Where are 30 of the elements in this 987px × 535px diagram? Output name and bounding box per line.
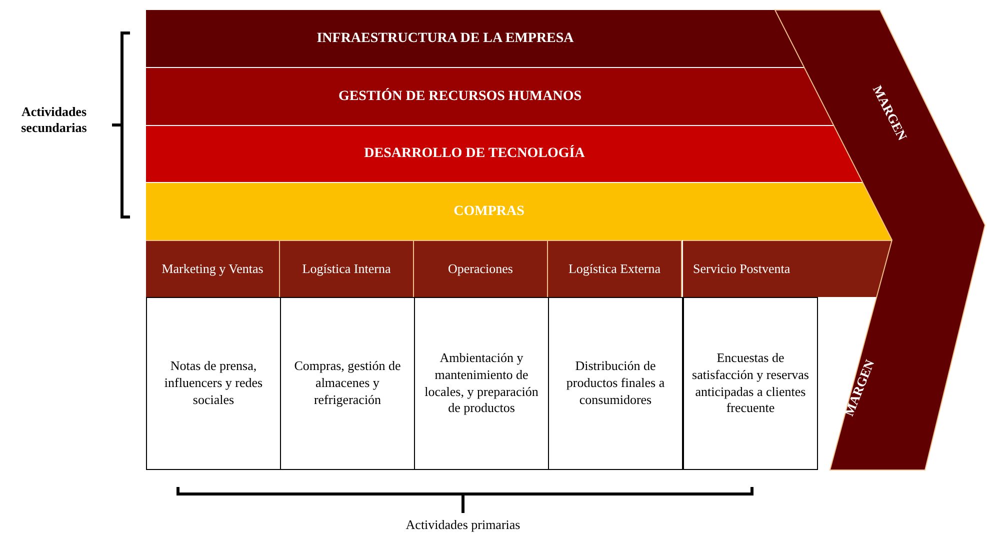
band-label: GESTIÓN DE RECURSOS HUMANOS [338,88,582,104]
group-label: Actividades secundarias [20,104,88,136]
activity-description: Compras, gestión de almacenes y refrigeración [293,358,402,409]
support-activity-band [146,183,892,240]
band-label: DESARROLLO DE TECNOLOGÍA [364,146,585,162]
activity-description-box [146,297,281,470]
activity-description: Encuestas de satisfacción y reservas anticipadas a clientes frecuente [691,350,810,418]
activity-title: Servicio Postventa [693,261,790,277]
group-label: Actividades primarias [404,517,522,534]
band-label: COMPRAS [454,204,524,220]
support-activity-band [146,68,834,125]
primary-activity-header [414,240,548,297]
primary-activity-header [683,240,892,297]
activity-description: Ambientación y mantenimiento de locales, y preparación de productos [424,350,540,418]
activity-title: Logística Externa [568,261,661,277]
activity-description: Distribución de productos finales a consumidores [565,358,666,409]
activity-description: Notas de prensa, influencers y redes sociales [163,358,264,409]
activity-title: Operaciones [448,261,513,277]
primary-activity-header [146,240,280,297]
activity-title: Marketing y Ventas [162,261,264,277]
activity-title: Logística Interna [302,261,391,277]
support-activity-band [146,10,804,67]
band-label: INFRAESTRUCTURA DE LA EMPRESA [316,30,574,46]
activity-description-box [414,297,549,470]
activity-description-box [548,297,683,470]
activity-description-box [683,297,818,470]
primary-activity-header [548,240,682,297]
activity-description-box [280,297,415,470]
support-activity-band [146,126,863,182]
primary-activity-header [280,240,414,297]
